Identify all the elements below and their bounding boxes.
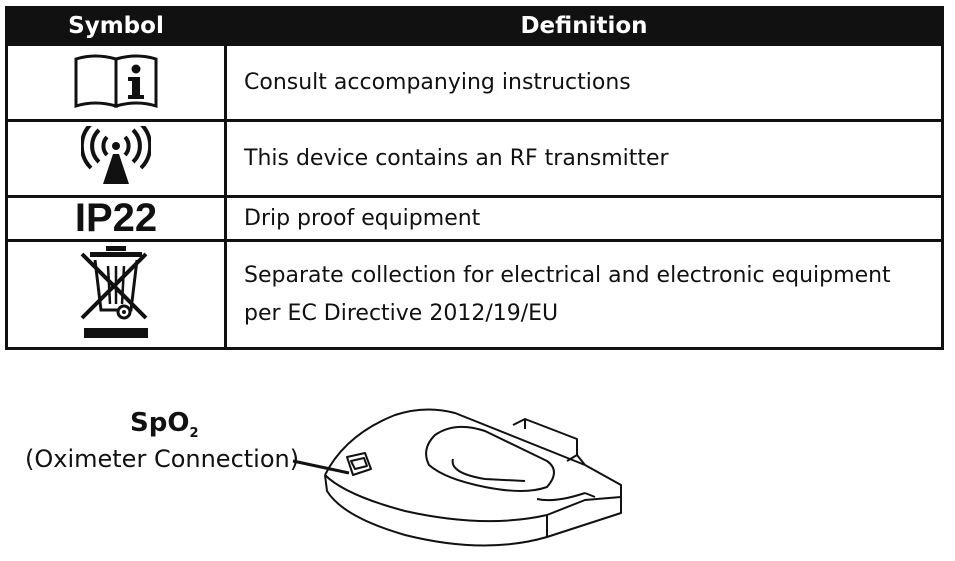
spo2-label-subscript: 2 bbox=[189, 426, 199, 442]
symbol-definition-table: Symbol Definition Consult accompanying i… bbox=[5, 6, 944, 350]
symbol-cell bbox=[5, 43, 227, 122]
definition-cell: Drip proof equipment bbox=[224, 195, 944, 242]
table-row: IP22 Drip proof equipment bbox=[5, 195, 944, 242]
rf-transmitter-icon bbox=[79, 122, 153, 184]
symbol-cell bbox=[5, 239, 227, 350]
table-row: This device contains an RF transmitter bbox=[5, 119, 944, 198]
ip22-mark: IP22 bbox=[74, 196, 158, 240]
symbol-cell: IP22 bbox=[5, 195, 227, 242]
oximeter-connection-caption: (Oximeter Connection) bbox=[25, 445, 300, 473]
definition-line-1: Separate collection for electrical and e… bbox=[244, 262, 891, 288]
header-symbol: Symbol bbox=[5, 6, 227, 46]
consult-instructions-icon bbox=[74, 54, 158, 109]
table-header-row: Symbol Definition bbox=[5, 6, 944, 46]
definition-line-2: per EC Directive 2012/19/EU bbox=[244, 300, 559, 326]
symbol-cell bbox=[5, 119, 227, 198]
header-definition: Definition bbox=[224, 6, 944, 46]
table-row: Separate collection for electrical and e… bbox=[5, 239, 944, 350]
device-illustration bbox=[292, 408, 622, 547]
spo2-label: SpO2 bbox=[130, 408, 199, 441]
spo2-label-main: SpO bbox=[130, 408, 190, 438]
definition-cell: Separate collection for electrical and e… bbox=[224, 239, 944, 350]
weee-crossed-bin-icon bbox=[80, 246, 148, 338]
definition-cell: This device contains an RF transmitter bbox=[224, 119, 944, 198]
table-row: Consult accompanying instructions bbox=[5, 43, 944, 122]
definition-cell: Consult accompanying instructions bbox=[224, 43, 944, 122]
